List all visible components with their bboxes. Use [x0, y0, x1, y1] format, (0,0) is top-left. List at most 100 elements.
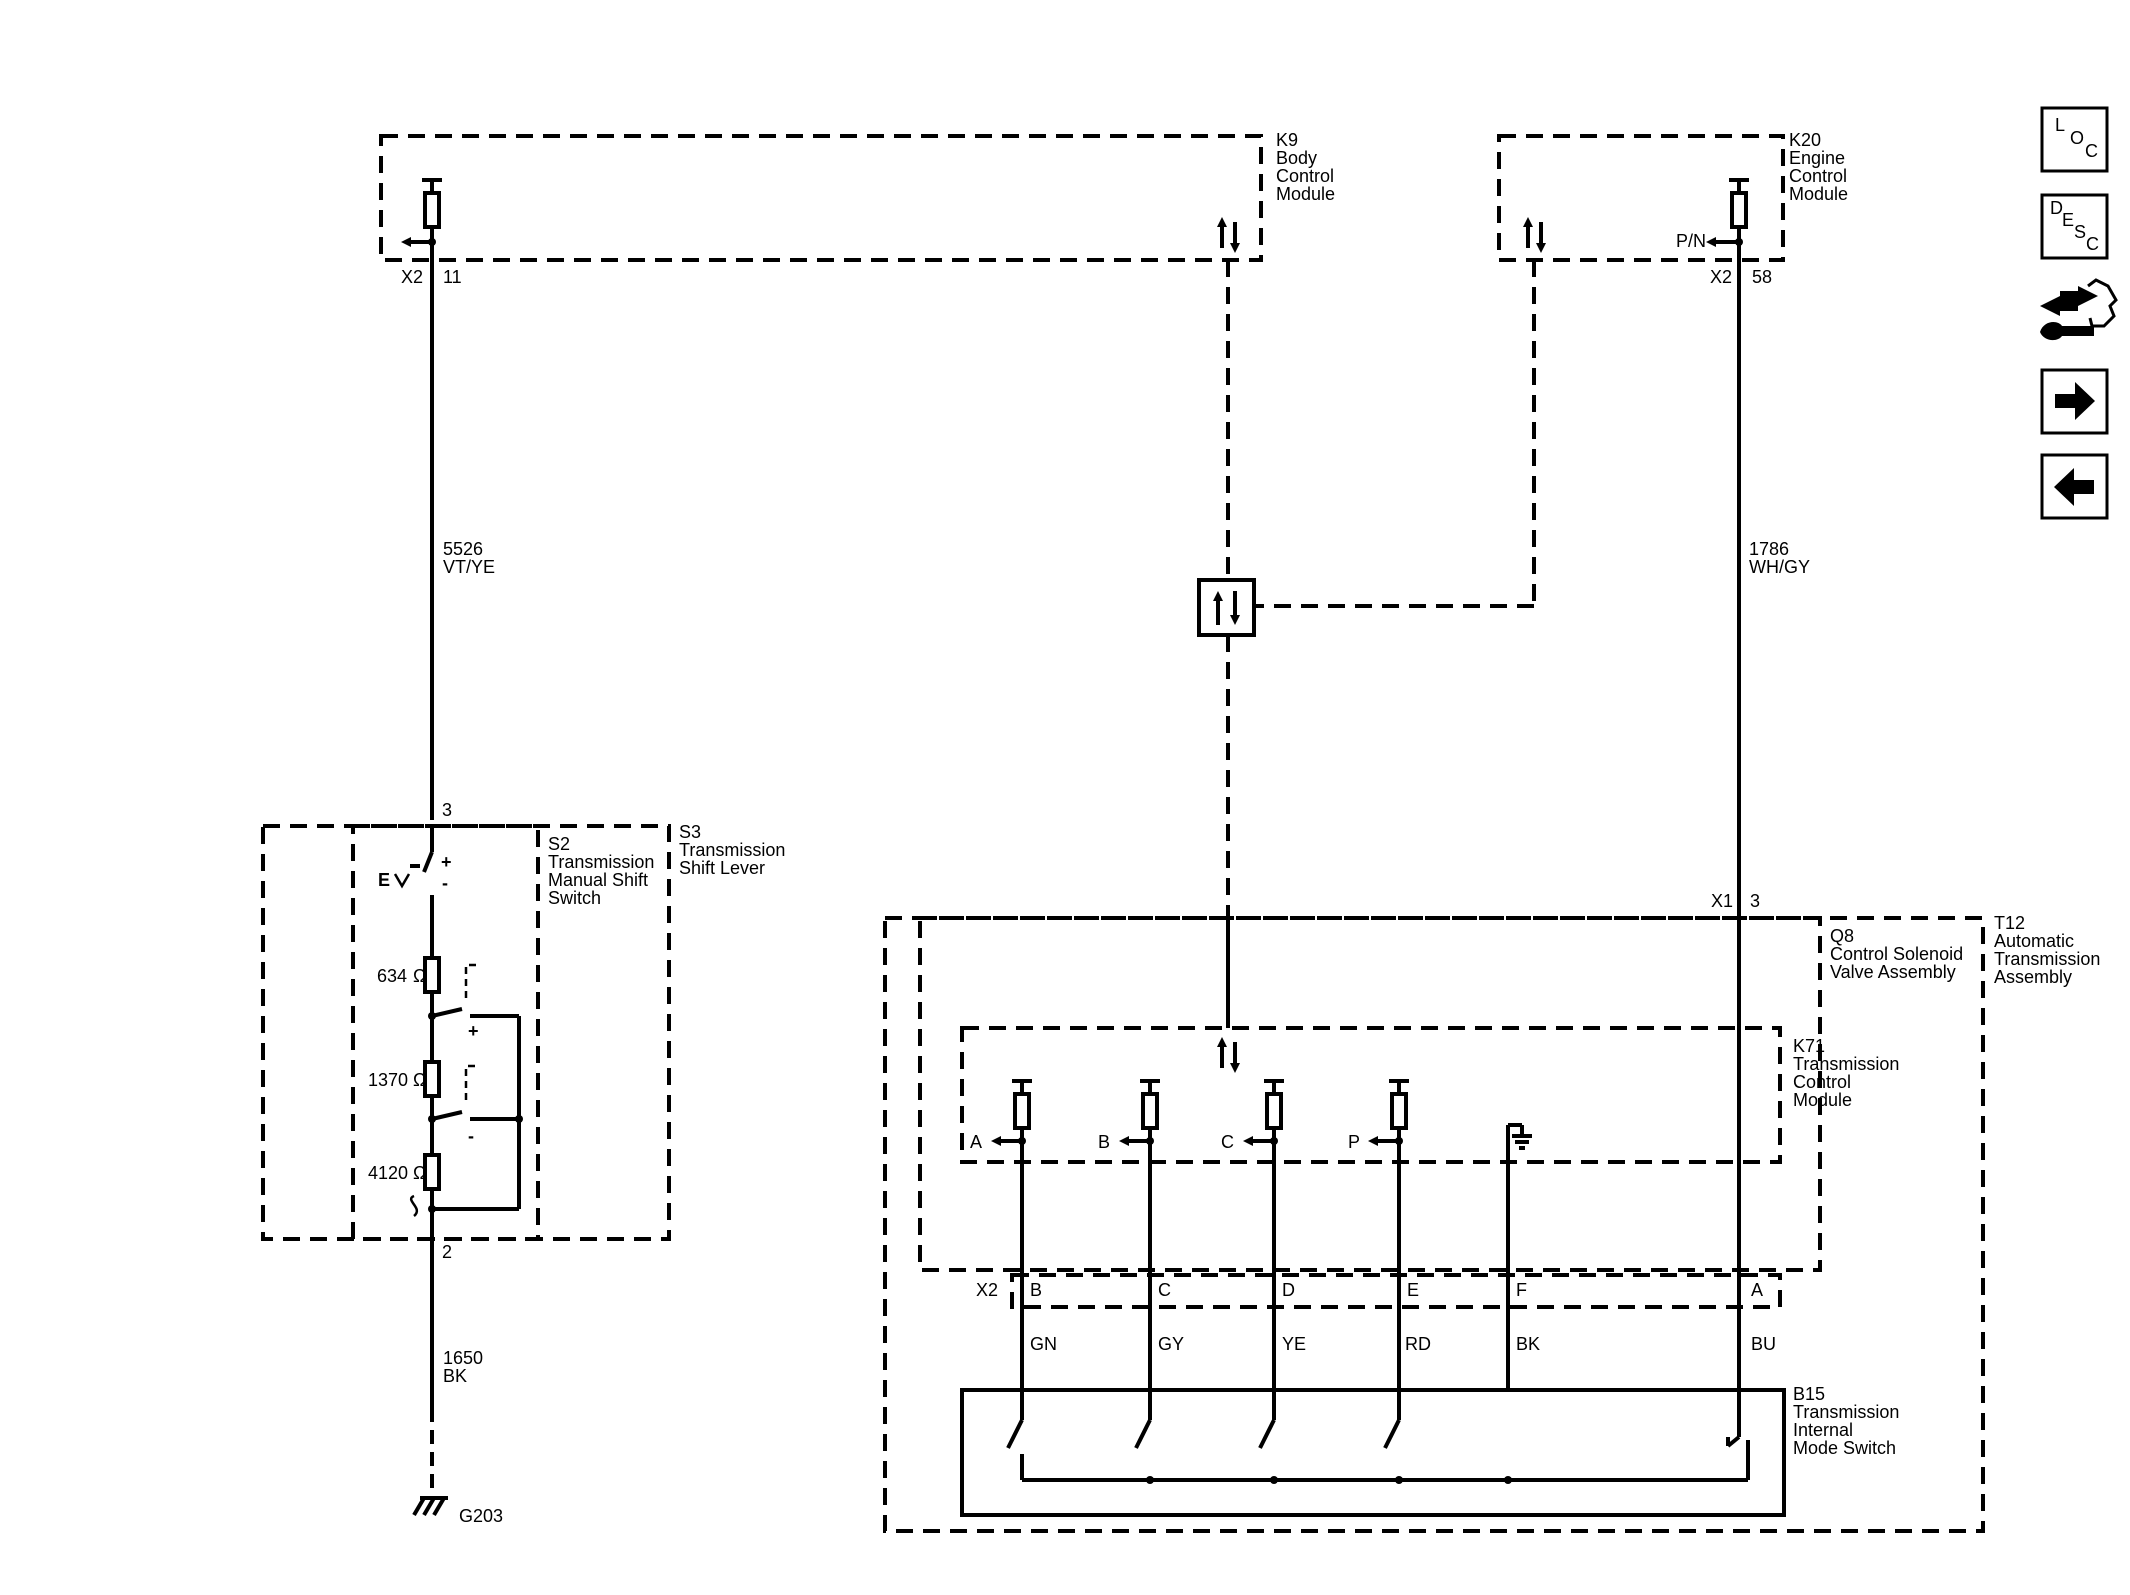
svg-text:K71: K71 — [1793, 1036, 1825, 1056]
svg-text:Manual Shift: Manual Shift — [548, 870, 648, 890]
svg-text:Valve Assembly: Valve Assembly — [1830, 962, 1956, 982]
wire-1650-color: BK — [443, 1366, 467, 1386]
connector-repair-icon[interactable] — [2040, 278, 2118, 341]
wire-1786-color: WH/GY — [1749, 557, 1810, 577]
wire-5526-circuit: 5526 — [443, 539, 483, 559]
k71-tcm-box — [960, 1026, 1782, 1164]
svg-text:K9: K9 — [1276, 130, 1298, 150]
svg-text:E: E — [2062, 210, 2074, 230]
upshift-plus-symbol: + — [468, 1021, 479, 1041]
k71-pin-labels: B C D E F A — [1030, 1280, 1763, 1300]
k20-connector-label: X2 — [1710, 267, 1732, 287]
resistor-1370 — [423, 1060, 441, 1098]
k20-module-box — [1497, 134, 1785, 262]
arrow-left-icon[interactable] — [2040, 453, 2109, 520]
svg-text:C: C — [1158, 1280, 1171, 1300]
svg-text:Control: Control — [1793, 1072, 1851, 1092]
svg-text:Ω: Ω — [413, 1163, 426, 1183]
loc-icon[interactable]: L O C — [2040, 106, 2109, 173]
k9-pullup-resistor — [401, 178, 442, 247]
svg-text:S: S — [2074, 222, 2086, 242]
svg-text:Transmission: Transmission — [1793, 1054, 1899, 1074]
svg-text:Module: Module — [1789, 184, 1848, 204]
svg-text:O: O — [2070, 128, 2084, 148]
k9-comm-arrows-icon — [1217, 217, 1240, 253]
b15-wire-colors: GN GY YE RD BK BU — [1030, 1334, 1776, 1354]
upshift-contact: + — [431, 963, 521, 1209]
downshift-minus-symbol: - — [468, 1126, 474, 1146]
svg-text:Switch: Switch — [548, 888, 601, 908]
b15-circuit-wires — [1006, 1141, 1750, 1484]
arrow-right-icon[interactable] — [2040, 368, 2109, 435]
svg-text:T12: T12 — [1994, 913, 2025, 933]
svg-text:A: A — [970, 1132, 982, 1152]
svg-text:L: L — [2055, 115, 2065, 135]
resistor-634 — [423, 956, 441, 994]
svg-text:B: B — [1098, 1132, 1110, 1152]
k71-signal-labels: A B C P — [970, 1132, 1360, 1152]
k71-connector-label: X2 — [976, 1280, 998, 1300]
desc-icon[interactable]: D E S C — [2040, 193, 2109, 260]
resistor-4120 — [423, 1153, 441, 1191]
k20-label: K20 Engine Control Module — [1789, 130, 1848, 204]
svg-text:B15: B15 — [1793, 1384, 1825, 1404]
wire-5526-color: VT/YE — [443, 557, 495, 577]
k20-pullup-resistor — [1706, 178, 1749, 247]
svg-text:E: E — [1407, 1280, 1419, 1300]
data-link-connector-icon[interactable] — [1197, 578, 1256, 637]
s3-mechanical-link — [409, 1194, 419, 1217]
svg-text:634: 634 — [377, 966, 407, 986]
svg-text:Body: Body — [1276, 148, 1317, 168]
svg-text:Automatic: Automatic — [1994, 931, 2074, 951]
s-top-pin-label: 3 — [442, 800, 452, 820]
s2-plus-symbol: + — [441, 852, 452, 872]
k71-comm-arrows-icon — [1217, 1037, 1240, 1073]
svg-text:D: D — [2050, 198, 2063, 218]
s2-label: S2 Transmission Manual Shift Switch — [548, 834, 654, 908]
svg-text:Control: Control — [1789, 166, 1847, 186]
svg-text:C: C — [2086, 234, 2099, 254]
svg-text:S3: S3 — [679, 822, 701, 842]
svg-text:1370: 1370 — [368, 1070, 408, 1090]
svg-text:Q8: Q8 — [1830, 926, 1854, 946]
k71-connector-strip — [1010, 1273, 1782, 1309]
serial-data-lines — [1226, 260, 1536, 918]
s-bottom-pin-label: 2 — [442, 1242, 452, 1262]
svg-text:Transmission: Transmission — [1793, 1402, 1899, 1422]
svg-text:F: F — [1516, 1280, 1527, 1300]
svg-text:Shift Lever: Shift Lever — [679, 858, 765, 878]
wire-1650-circuit: 1650 — [443, 1348, 483, 1368]
svg-text:BU: BU — [1751, 1334, 1776, 1354]
svg-text:Control: Control — [1276, 166, 1334, 186]
svg-text:D: D — [1282, 1280, 1295, 1300]
svg-text:Assembly: Assembly — [1994, 967, 2072, 987]
svg-text:Ω: Ω — [413, 966, 426, 986]
k9-label: K9 Body Control Module — [1276, 130, 1335, 204]
k9-pin-label: 11 — [443, 267, 462, 287]
k71-ground-icon — [1506, 1123, 1532, 1390]
b15-label: B15 Transmission Internal Mode Switch — [1793, 1384, 1899, 1458]
svg-text:Internal: Internal — [1793, 1420, 1853, 1440]
s3-label: S3 Transmission Shift Lever — [679, 822, 785, 878]
k9-module-box — [379, 134, 1263, 262]
svg-text:Module: Module — [1793, 1090, 1852, 1110]
k20-pin-label: 58 — [1752, 267, 1772, 287]
k20-signal-label: P/N — [1676, 231, 1706, 251]
svg-text:B: B — [1030, 1280, 1042, 1300]
svg-text:P: P — [1348, 1132, 1360, 1152]
wire-1786-circuit: 1786 — [1749, 539, 1789, 559]
t12-label: T12 Automatic Transmission Assembly — [1994, 913, 2100, 987]
t12-connector-label: X1 — [1711, 891, 1733, 911]
svg-text:Engine: Engine — [1789, 148, 1845, 168]
svg-text:YE: YE — [1282, 1334, 1306, 1354]
s2-minus-symbol: - — [442, 873, 448, 893]
q8-label: Q8 Control Solenoid Valve Assembly — [1830, 926, 1963, 982]
svg-text:Transmission: Transmission — [548, 852, 654, 872]
k9-connector-label: X2 — [401, 267, 423, 287]
svg-text:Module: Module — [1276, 184, 1335, 204]
svg-text:GN: GN — [1030, 1334, 1057, 1354]
svg-text:Transmission: Transmission — [679, 840, 785, 860]
svg-text:E: E — [378, 870, 390, 890]
q8-solenoid-valve-box — [918, 916, 1822, 1272]
